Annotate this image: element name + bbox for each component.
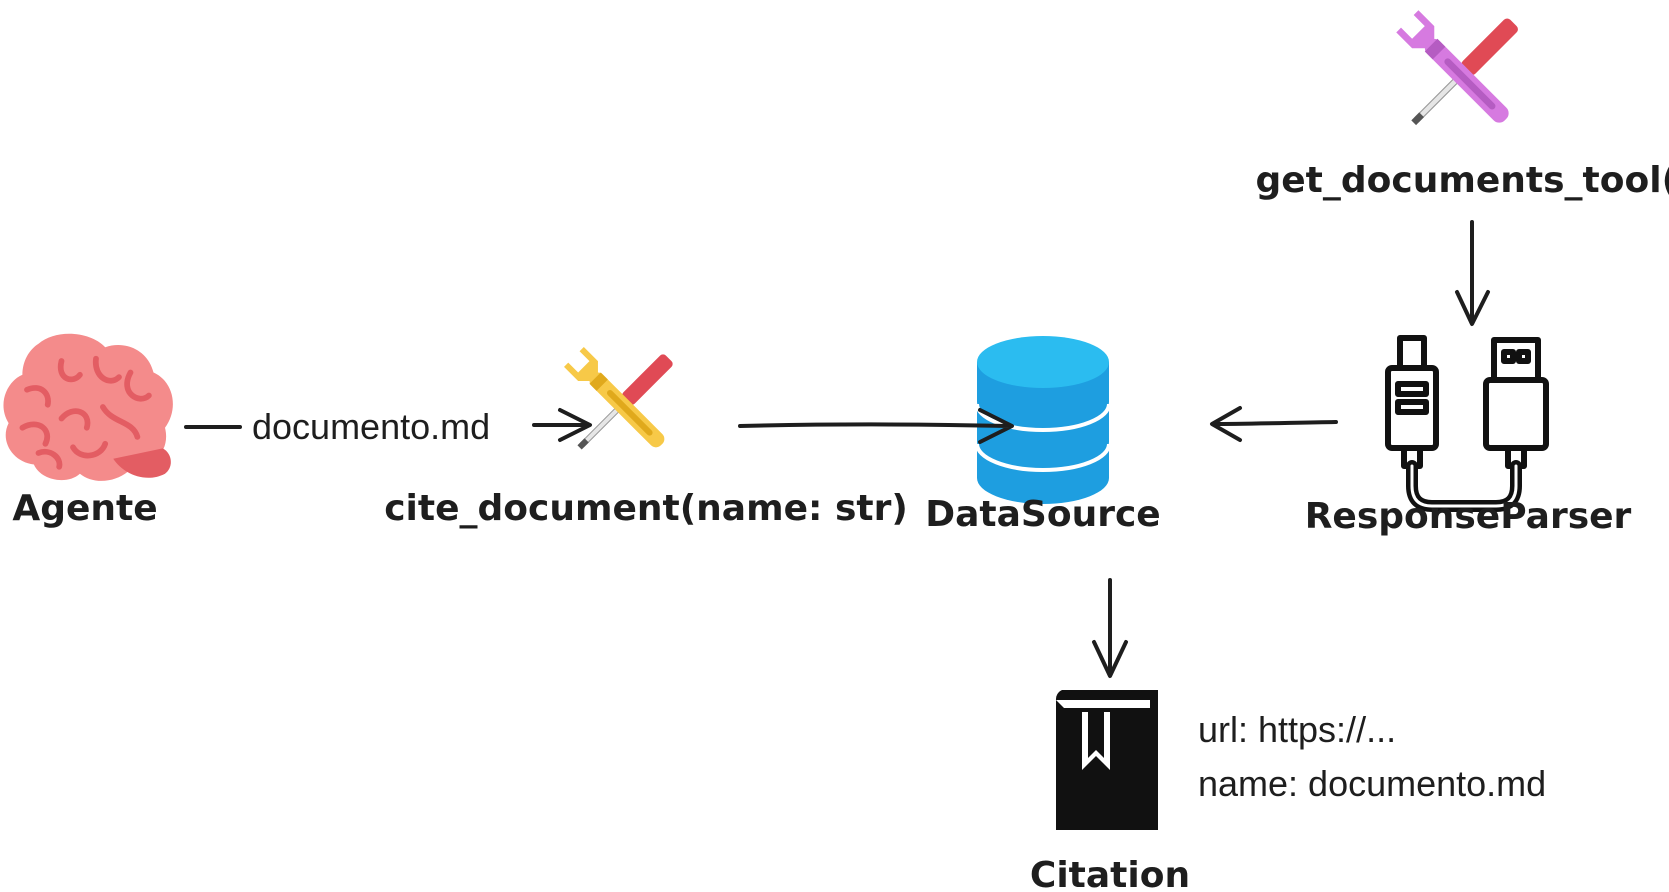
node-label-agente: Agente xyxy=(12,488,157,529)
edge-label-documento: documento.md xyxy=(252,406,490,447)
node-cite-document: cite_document(name: str) xyxy=(384,346,908,529)
node-label-get-documents-tool: get_documents_tool() xyxy=(1256,160,1669,201)
edge-response-parser-to-datasource xyxy=(1210,406,1338,442)
citation-field-url: url: https://... xyxy=(1198,709,1396,750)
edge-datasource-to-citation xyxy=(1092,578,1128,678)
edge-cite-document-to-datasource xyxy=(738,408,1014,444)
node-label-datasource: DataSource xyxy=(925,494,1160,535)
node-datasource: DataSource xyxy=(925,336,1161,535)
tools-icon xyxy=(563,346,675,455)
brain-icon xyxy=(3,334,172,481)
node-label-response-parser: ResponseParser xyxy=(1305,496,1632,537)
node-response-parser: ResponseParser xyxy=(1305,335,1632,537)
usb-cable-icon xyxy=(1385,335,1549,512)
node-label-cite-document: cite_document(name: str) xyxy=(384,488,908,529)
node-get-documents-tool: get_documents_tool() xyxy=(1256,9,1669,201)
node-agente: Agente xyxy=(3,334,172,529)
node-label-citation: Citation xyxy=(1030,855,1190,892)
edge-get-documents-to-response-parser xyxy=(1455,220,1490,326)
tools-icon xyxy=(1395,9,1521,132)
bookmark-book-icon xyxy=(1055,690,1158,830)
edge-agente-to-cite-document: documento.md xyxy=(184,406,592,447)
citation-field-name: name: documento.md xyxy=(1198,763,1546,804)
node-citation: Citation url: https://... name: document… xyxy=(1030,690,1546,892)
